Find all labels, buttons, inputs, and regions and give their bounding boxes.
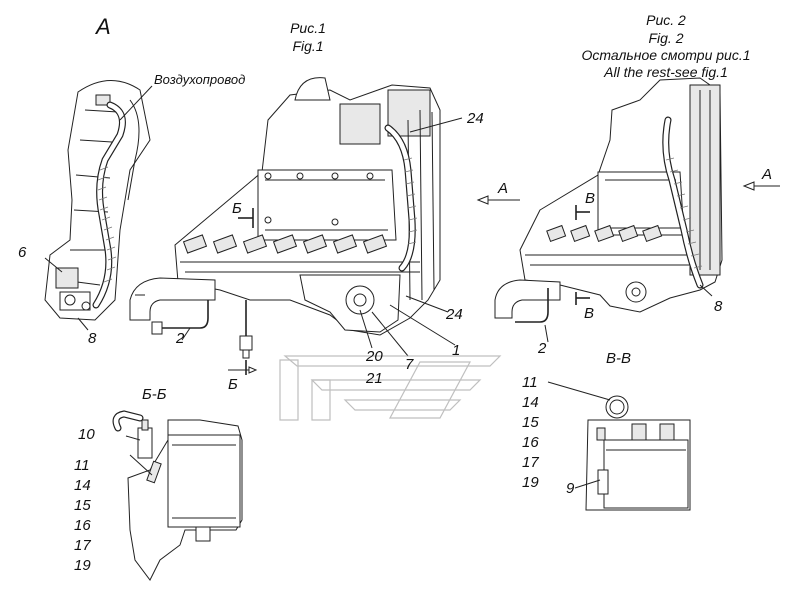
section-bb-label-10: 10: [78, 426, 95, 443]
view-a-drawing: [44, 80, 153, 331]
fig1-label-24-bottom: 24: [446, 306, 463, 323]
fig1-arrow-a-label: А: [498, 180, 509, 197]
view-arrow-fig2: [742, 181, 780, 191]
fig1-title-en: Fig.1: [292, 38, 324, 54]
view-arrow-fig1: [476, 195, 520, 205]
fig1-section-b-bottom-mark: Б: [228, 376, 238, 393]
section-bb-label: 16: [74, 517, 91, 534]
fig1-label-1: 1: [452, 342, 461, 359]
section-vv-title: В-В: [606, 350, 632, 367]
section-bb-drawing: [112, 410, 243, 581]
view-a-label-8: 8: [88, 330, 97, 347]
view-a-title: A: [96, 14, 111, 39]
fig2-note-en: All the rest-see fig.1: [604, 64, 728, 80]
section-bb-label: 19: [74, 557, 91, 574]
fig1-label-21: 21: [366, 370, 383, 387]
fig2-title-en: Fig. 2: [648, 30, 684, 46]
fig2-section-v-top-mark: В: [585, 190, 596, 207]
watermark: [279, 355, 502, 421]
section-vv-label: 11: [522, 374, 538, 391]
fig1-label-24-top: 24: [467, 110, 484, 127]
section-vv-label: 17: [522, 454, 539, 471]
section-bb-label-stack: 11 14 15 16 17 19: [74, 456, 91, 576]
fig2-arrow-a-label: А: [762, 166, 773, 183]
fig2-engine-drawing: [494, 77, 723, 343]
fig2-label-8: 8: [714, 298, 723, 315]
fig2-label-2: 2: [538, 340, 547, 357]
air-duct-label: Воздухопровод: [154, 72, 246, 87]
section-vv-label: 19: [522, 474, 539, 491]
section-vv-label-9: 9: [566, 480, 575, 497]
section-bb-label: 11: [74, 457, 90, 474]
section-bb-title: Б-Б: [142, 386, 167, 403]
section-bb-label: 15: [74, 497, 91, 514]
section-vv-label: 15: [522, 414, 539, 431]
fig1-label-2: 2: [176, 330, 185, 347]
fig2-note-ru: Остальное смотри рис.1: [581, 47, 751, 63]
view-a-label-6: 6: [18, 244, 27, 261]
section-vv-drawing: [547, 381, 691, 511]
fig1-label-20: 20: [366, 348, 383, 365]
section-bb-label: 17: [74, 537, 91, 554]
fig1-title-ru: Рис.1: [290, 20, 326, 36]
section-vv-label: 16: [522, 434, 539, 451]
fig2-section-v-bottom-mark: В: [584, 305, 595, 322]
fig2-title-ru: Рис. 2: [646, 12, 686, 28]
fig1-label-7: 7: [405, 356, 414, 373]
section-vv-label: 14: [522, 394, 539, 411]
fig1-engine-drawing: [129, 77, 463, 375]
section-vv-label-stack: 11 14 15 16 17 19: [522, 373, 539, 493]
section-bb-label: 14: [74, 477, 91, 494]
fig1-section-b-mark: Б: [232, 200, 242, 217]
